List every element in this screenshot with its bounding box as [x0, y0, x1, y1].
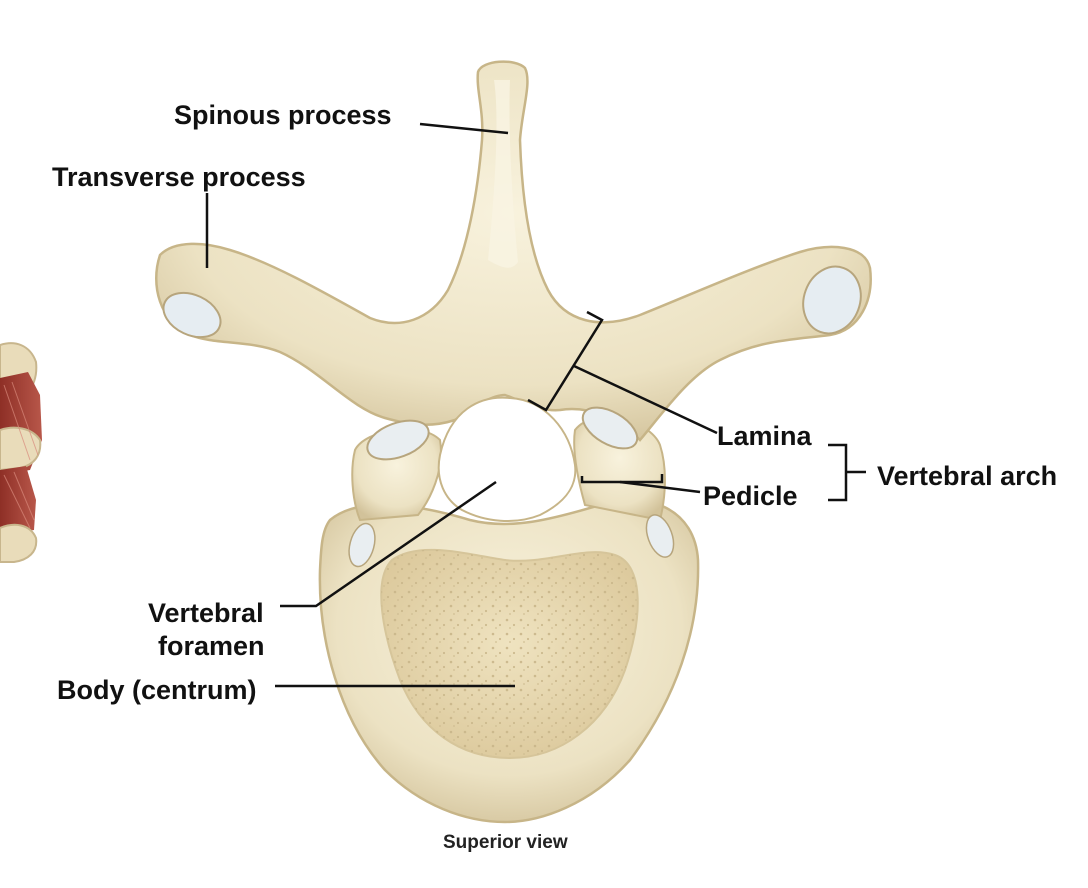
caption-superior-view: Superior view — [443, 832, 568, 853]
label-vertebral-foramen-line2: foramen — [158, 631, 265, 661]
vertebral-body-shape — [318, 498, 700, 824]
spinous-process-leader — [419, 122, 509, 135]
label-spinous-process: Spinous process — [174, 100, 392, 130]
lamina-leader — [573, 364, 718, 435]
pedicle-leader — [619, 480, 701, 494]
vertebral-foramen-leader — [280, 480, 497, 608]
label-lamina: Lamina — [717, 421, 812, 451]
vertebral-foramen-opening — [437, 396, 577, 523]
label-pedicle: Pedicle — [703, 481, 798, 511]
label-vertebral-foramen-line1: Vertebral — [148, 598, 264, 628]
vertebral-arch-bracket — [828, 443, 848, 502]
label-vertebral-arch: Vertebral arch — [877, 461, 1058, 491]
leader-lines — [205, 122, 866, 688]
label-transverse-process: Transverse process — [52, 162, 306, 192]
lamina-bracket — [527, 310, 604, 412]
label-body-centrum: Body (centrum) — [57, 675, 257, 705]
side-column-fragment — [0, 342, 42, 563]
arch-processes-shape — [155, 60, 872, 568]
